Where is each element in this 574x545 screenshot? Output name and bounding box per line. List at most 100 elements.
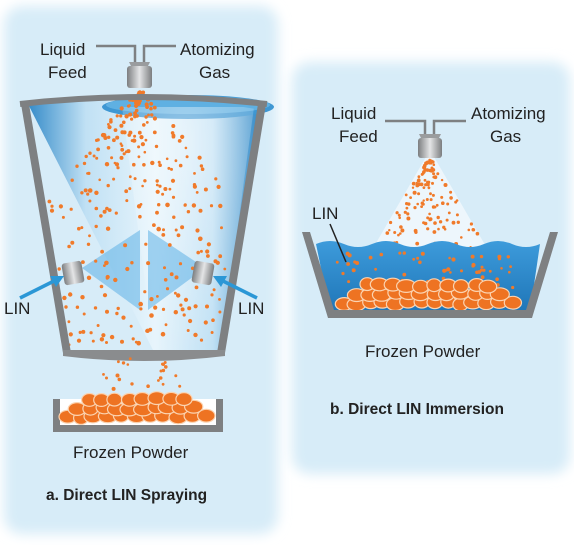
- droplet: [116, 306, 120, 311]
- droplet: [147, 113, 150, 117]
- droplet: [87, 171, 91, 175]
- droplet: [117, 360, 120, 364]
- droplet: [142, 163, 146, 167]
- droplet: [415, 183, 420, 188]
- droplet: [500, 267, 503, 270]
- droplet: [121, 361, 126, 365]
- powder-granule: [175, 392, 193, 407]
- droplet: [206, 242, 211, 247]
- droplet: [93, 306, 98, 310]
- powder-granule: [478, 279, 498, 294]
- droplet: [126, 363, 130, 366]
- droplet: [374, 267, 377, 271]
- droplet: [440, 178, 444, 182]
- droplet: [346, 262, 350, 266]
- panel-a-lin-nozzle-right: [191, 260, 215, 286]
- droplet: [488, 269, 492, 273]
- droplet: [76, 338, 82, 343]
- droplet: [138, 99, 142, 103]
- droplet: [160, 331, 166, 337]
- droplet: [134, 340, 138, 344]
- droplet: [429, 198, 433, 202]
- droplet: [86, 192, 90, 196]
- droplet: [411, 186, 415, 189]
- droplet: [495, 277, 499, 282]
- panel-a-bottom-outlet: [63, 350, 225, 361]
- droplet: [75, 305, 80, 309]
- panel-a-lin-nozzle-left: [61, 260, 85, 286]
- droplet: [416, 256, 420, 260]
- droplet: [152, 105, 157, 110]
- panel-b-feed-lines: [385, 119, 466, 138]
- droplet: [153, 305, 158, 310]
- droplet: [130, 261, 134, 265]
- droplet: [187, 306, 192, 311]
- droplet: [83, 188, 88, 193]
- droplet: [113, 161, 117, 165]
- droplet: [92, 154, 96, 158]
- droplet: [174, 159, 178, 163]
- panel-b-lin-label: LIN: [312, 204, 338, 223]
- droplet: [168, 187, 172, 191]
- panel-b-frozen-powder: [334, 277, 523, 312]
- droplet: [128, 175, 132, 179]
- droplet: [132, 138, 137, 143]
- droplet: [449, 271, 452, 274]
- droplet: [186, 329, 190, 332]
- droplet: [170, 167, 173, 171]
- droplet: [179, 303, 183, 307]
- droplet: [126, 104, 131, 108]
- droplet: [143, 290, 147, 294]
- droplet: [218, 254, 223, 259]
- panel-b-lin-leader: [329, 223, 347, 263]
- droplet: [163, 187, 168, 191]
- droplet: [156, 226, 161, 232]
- panel-a-lin-arrow-right: [213, 276, 258, 300]
- droplet: [155, 183, 159, 187]
- droplet: [134, 101, 137, 105]
- droplet: [480, 265, 484, 269]
- droplet: [119, 123, 124, 128]
- droplet: [75, 164, 79, 168]
- droplet: [405, 206, 409, 210]
- droplet: [446, 202, 450, 206]
- droplet: [105, 276, 109, 280]
- droplet: [94, 224, 98, 229]
- droplet: [426, 216, 430, 220]
- droplet: [191, 203, 197, 208]
- droplet: [161, 382, 165, 386]
- droplet: [67, 320, 71, 324]
- droplet: [149, 106, 153, 111]
- droplet: [122, 130, 127, 135]
- droplet: [180, 307, 185, 312]
- droplet: [119, 142, 123, 145]
- droplet: [420, 251, 425, 256]
- droplet: [107, 135, 111, 139]
- droplet: [415, 241, 420, 246]
- droplet: [199, 164, 204, 168]
- droplet: [456, 220, 460, 224]
- droplet: [511, 285, 515, 290]
- droplet: [193, 304, 198, 309]
- droplet: [115, 135, 120, 140]
- droplet: [188, 318, 193, 324]
- droplet: [199, 249, 203, 253]
- droplet: [209, 204, 214, 208]
- droplet: [395, 211, 399, 215]
- droplet: [107, 125, 112, 130]
- droplet: [120, 339, 124, 344]
- droplet: [480, 275, 485, 280]
- panel-a-lin-jet-left: [82, 230, 140, 310]
- droplet: [99, 284, 104, 289]
- droplet: [335, 260, 339, 264]
- droplet: [50, 204, 54, 208]
- powder-granule: [197, 408, 216, 423]
- droplet: [341, 271, 345, 276]
- droplet: [180, 225, 185, 230]
- droplet: [431, 193, 435, 197]
- droplet: [210, 293, 214, 297]
- droplet: [133, 114, 137, 119]
- droplet: [134, 103, 139, 108]
- droplet: [107, 123, 110, 126]
